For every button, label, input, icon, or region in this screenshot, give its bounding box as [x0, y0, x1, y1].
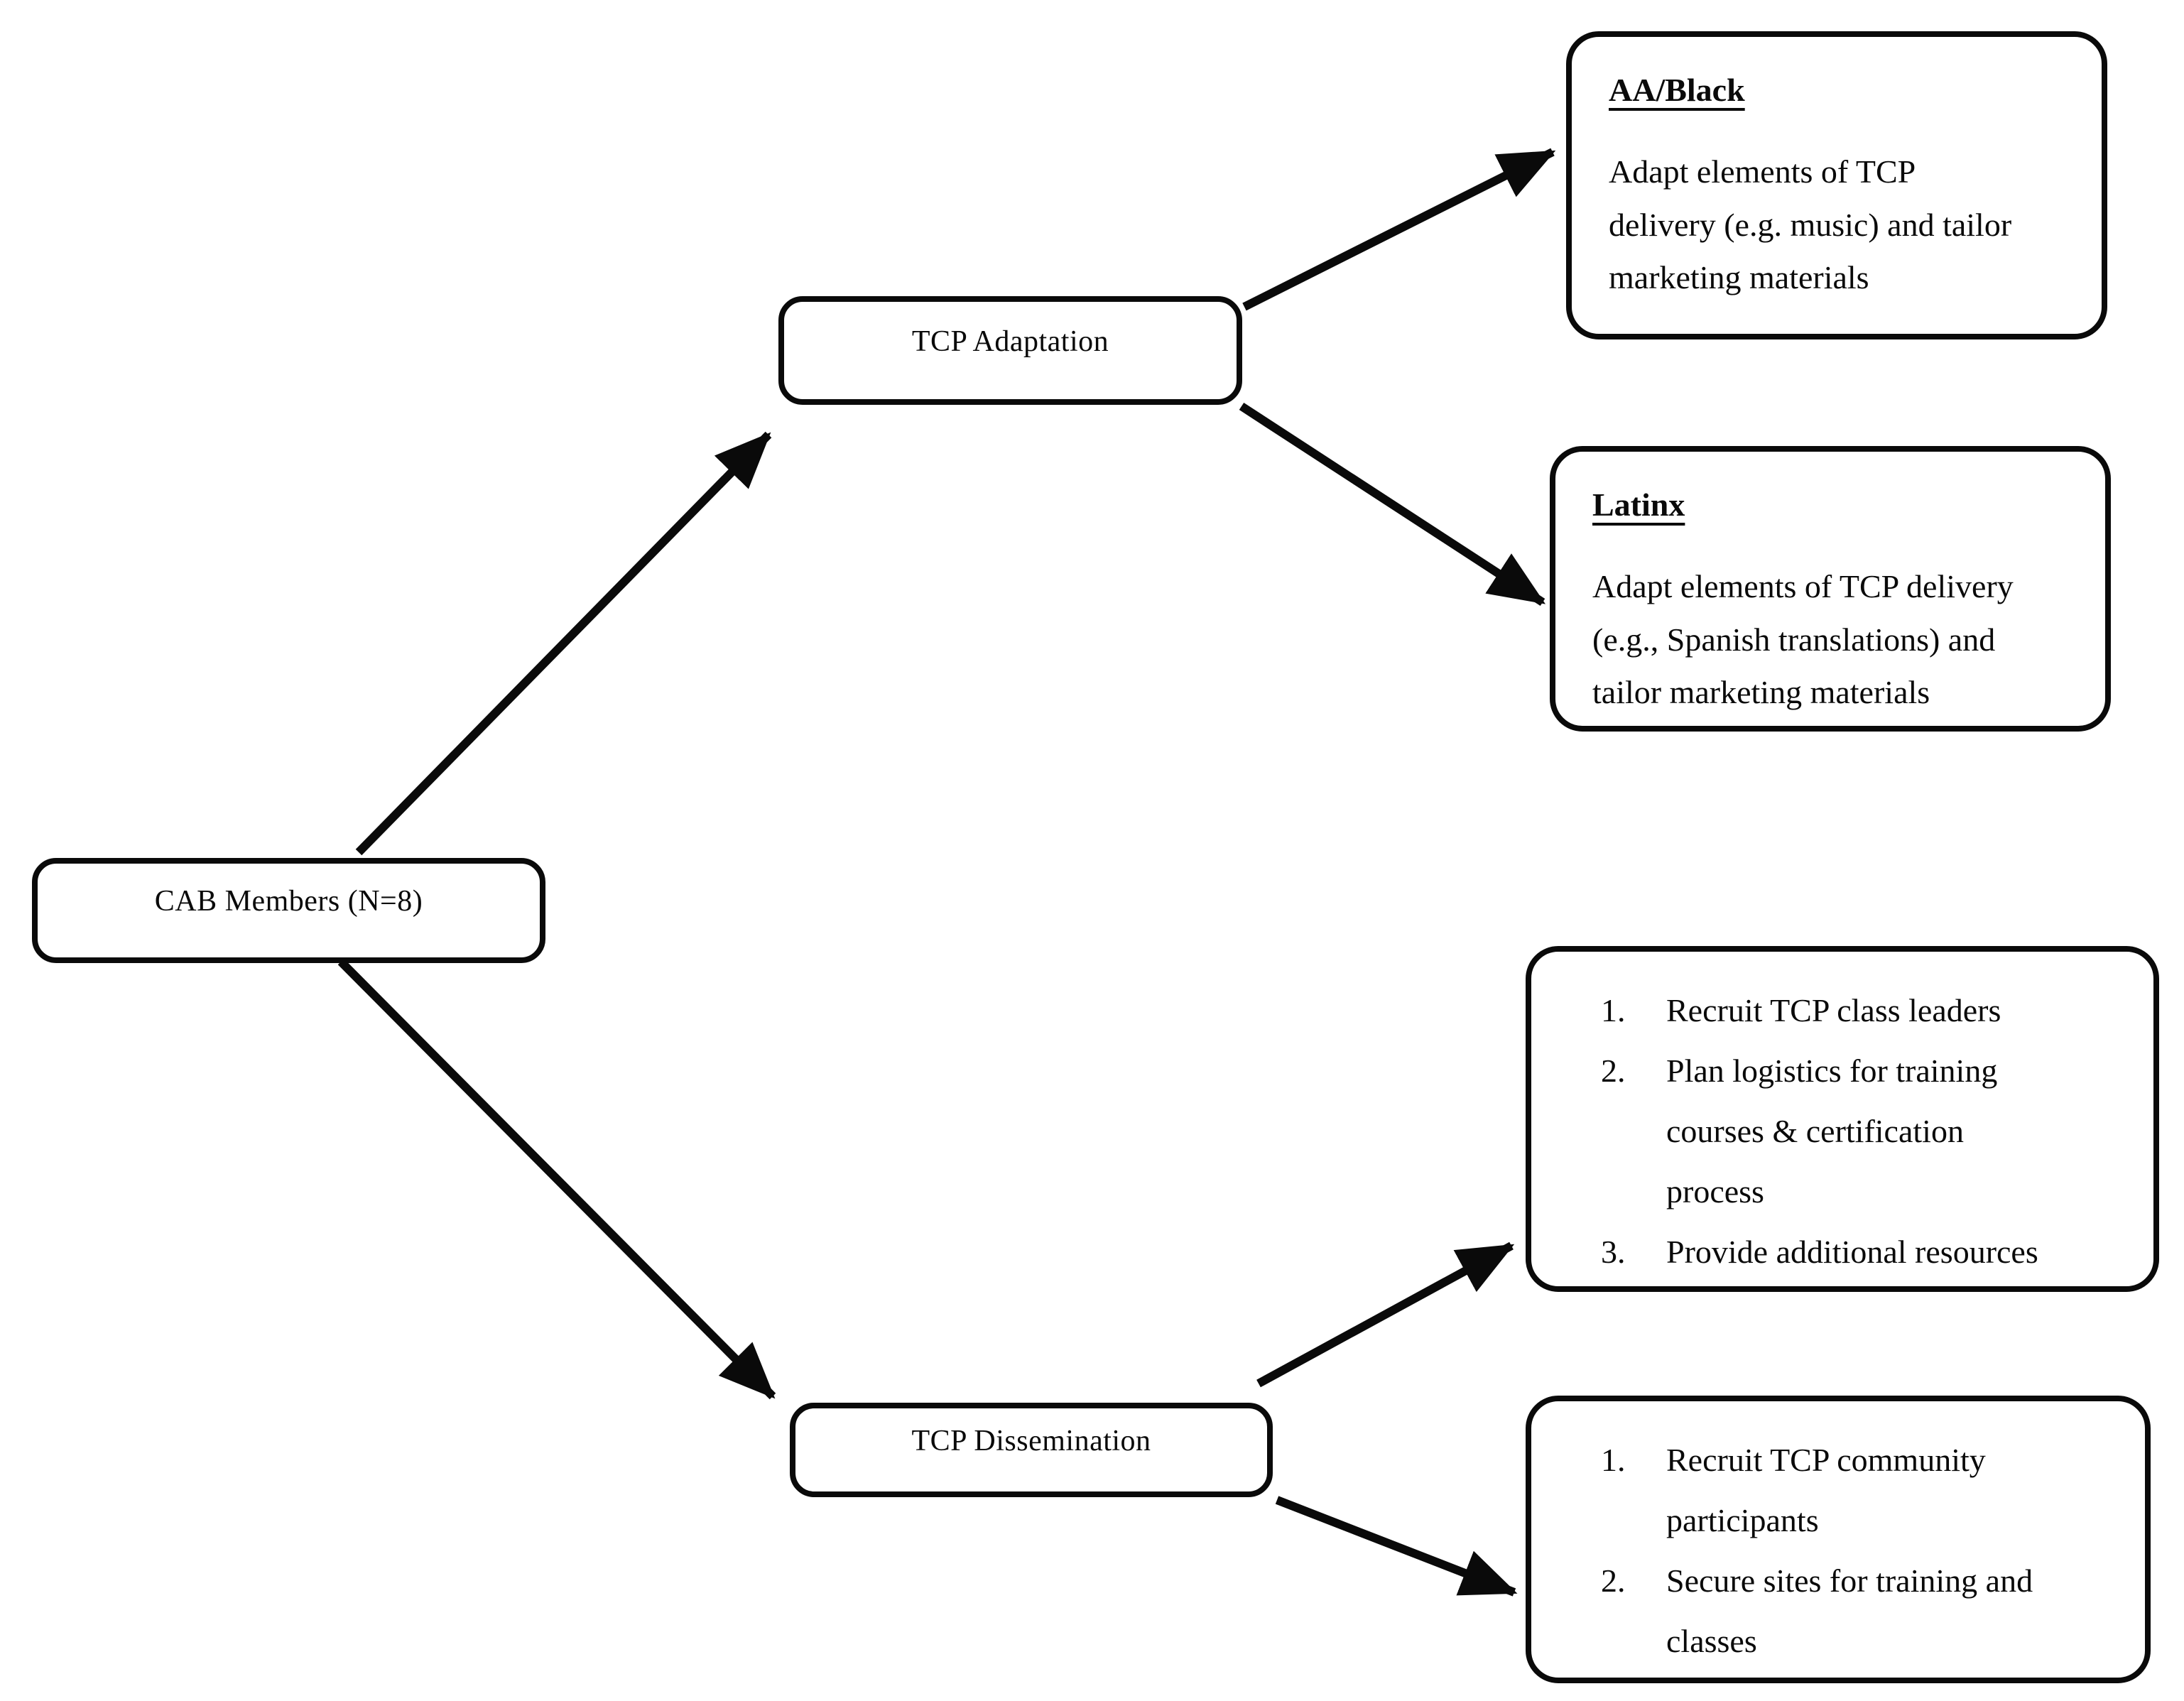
list-item: Secure sites for training and classes: [1601, 1550, 2033, 1660]
node-tcp-adaptation: TCP Adaptation: [778, 296, 1242, 405]
arrow-cab-to-adaptation: [355, 431, 772, 856]
arrow-dissemination-to-planning: [1256, 1241, 1515, 1388]
list-item: Provide additional resources: [1601, 1222, 2038, 1282]
node-latinx: Latinx Adapt elements of TCP delivery (e…: [1550, 446, 2111, 732]
latinx-body: Adapt elements of TCP delivery (e.g., Sp…: [1592, 568, 2014, 711]
arrow-cab-to-dissemination: [337, 958, 776, 1400]
arrow-adaptation-to-latinx: [1239, 402, 1546, 607]
tcp-dissemination-label: TCP Dissemination: [911, 1424, 1151, 1457]
arrow-adaptation-to-aa-black: [1242, 148, 1556, 311]
node-aa-black: AA/Black Adapt elements of TCP delivery …: [1566, 31, 2107, 339]
list-item: Plan logistics for training courses & ce…: [1601, 1040, 1998, 1210]
aa-black-body: Adapt elements of TCP delivery (e.g. mus…: [1609, 153, 2012, 296]
tcp-adaptation-label: TCP Adaptation: [911, 325, 1109, 358]
node-tcp-dissemination: TCP Dissemination: [790, 1403, 1273, 1497]
latinx-title: Latinx: [1592, 487, 1685, 523]
arrow-dissemination-to-implementation: [1275, 1496, 1518, 1597]
node-cab-members: CAB Members (N=8): [32, 858, 545, 963]
aa-black-title: AA/Black: [1609, 72, 1745, 108]
cab-members-label: CAB Members (N=8): [154, 885, 423, 918]
list-item: Recruit TCP community participants: [1601, 1430, 1986, 1539]
list-item: Recruit TCP class leaders: [1601, 980, 2001, 1040]
